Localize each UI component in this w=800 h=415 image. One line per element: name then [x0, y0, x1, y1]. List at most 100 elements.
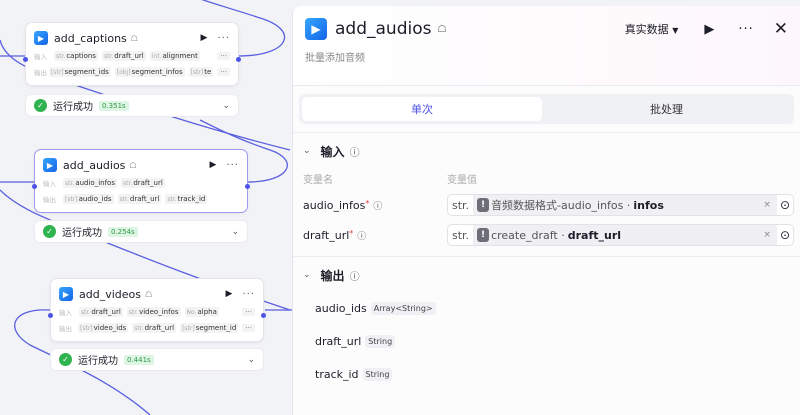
param-tag: str.captions	[54, 51, 98, 61]
more-params-button[interactable]: ···	[242, 324, 255, 332]
input-port[interactable]	[48, 313, 53, 318]
output-type: Array<String>	[370, 301, 436, 315]
info-icon[interactable]: ⓘ	[349, 147, 360, 159]
param-tag: [str]segment_ids	[48, 67, 111, 77]
param-name: draft_url	[129, 195, 160, 203]
more-icon[interactable]: ···	[217, 32, 230, 44]
run-node-button[interactable]: ▶	[225, 289, 233, 299]
chevron-down-icon[interactable]: ⌄	[231, 226, 239, 237]
info-icon[interactable]: ⓘ	[357, 231, 367, 242]
param-name: track_id	[177, 195, 206, 203]
output-label: 输出	[59, 325, 72, 333]
param-name: draft_url	[303, 228, 350, 242]
run-node-button[interactable]: ▶	[200, 33, 208, 43]
param-tag: [str]te	[188, 67, 214, 77]
param-type: str.	[65, 180, 75, 187]
type-label: str.	[448, 195, 475, 215]
param-type: [str]	[65, 196, 78, 203]
target-icon[interactable]: ⊙	[779, 228, 790, 242]
tab-batch[interactable]: 批处理	[650, 103, 683, 116]
more-params-button[interactable]: ···	[217, 52, 230, 60]
status-text: 运行成功	[62, 228, 102, 239]
edge	[199, 119, 288, 183]
param-tag: int.alignment	[149, 51, 200, 61]
target-icon[interactable]: ⊙	[779, 198, 790, 212]
plugin-logo-icon: ▶	[43, 158, 57, 172]
param-name: draft_url	[133, 179, 163, 187]
more-params-button[interactable]: ···	[217, 68, 230, 76]
panel-header: ▶ add_audios ☖ 真实数据 ▼ ▶ ··· ✕ 批量添加音频	[293, 6, 800, 86]
param-name: audio_infos	[303, 198, 366, 212]
more-icon[interactable]: ···	[226, 159, 239, 171]
output-name: track_id	[315, 367, 359, 381]
output-label: 输出	[34, 69, 47, 77]
plugin-logo-icon: ▶	[305, 18, 327, 40]
info-icon[interactable]: ⓘ	[349, 271, 360, 283]
param-name: captions	[66, 52, 96, 60]
param-tag: str.track_id	[165, 194, 208, 204]
edge	[14, 309, 151, 415]
more-icon[interactable]: ···	[242, 288, 255, 300]
param-name: segment_id	[195, 324, 237, 332]
param-name: alignment	[162, 52, 198, 60]
ref-field: infos	[633, 198, 664, 212]
output-port[interactable]	[245, 184, 250, 189]
close-icon[interactable]: ✕	[773, 19, 788, 39]
more-icon[interactable]: ···	[738, 21, 754, 37]
input-port[interactable]	[32, 184, 37, 189]
ref-separator: ·	[561, 228, 565, 242]
param-type: int.	[151, 53, 162, 60]
param-name: video_ids	[93, 324, 127, 332]
param-name: te	[204, 68, 212, 76]
run-node-button[interactable]: ▶	[209, 160, 217, 170]
info-icon[interactable]: ⓘ	[373, 201, 383, 212]
plugin-badge-icon: ☖	[144, 289, 153, 299]
param-tag: [str]video_ids	[78, 323, 129, 333]
chevron-down-icon[interactable]: ⌄	[303, 146, 311, 156]
param-type: str.	[134, 325, 144, 332]
data-mode-dropdown[interactable]: 真实数据 ▼	[625, 21, 679, 37]
param-type: str.	[123, 180, 133, 187]
output-port[interactable]	[261, 313, 266, 318]
param-value-field[interactable]: str.!音频数据格式-audio_infos ·infos×⊙	[447, 194, 794, 216]
warning-icon: !	[477, 228, 490, 242]
chevron-down-icon[interactable]: ⌄	[247, 354, 255, 365]
warning-icon: !	[477, 198, 490, 212]
clear-icon[interactable]: ×	[757, 225, 777, 245]
node-title: add_audios	[63, 158, 126, 172]
input-label: 输入	[43, 180, 56, 188]
run-button[interactable]: ▶	[704, 21, 715, 37]
param-value-field[interactable]: str.!create_draft ·draft_url×⊙	[447, 224, 794, 246]
output-name: audio_ids	[315, 301, 367, 315]
param-type: str.	[119, 196, 129, 203]
required-mark: *	[349, 228, 354, 238]
input-port[interactable]	[23, 57, 28, 62]
param-name: draft_url	[114, 52, 144, 60]
run-time-badge: 0.254s	[108, 226, 138, 237]
output-port[interactable]	[236, 57, 241, 62]
node-title: add_videos	[79, 287, 141, 301]
clear-icon[interactable]: ×	[757, 195, 777, 215]
chevron-down-icon[interactable]: ⌄	[222, 100, 230, 111]
output-name: draft_url	[315, 334, 362, 348]
param-tag: [str]segment_id	[180, 323, 239, 333]
param-name: segment_ids	[64, 68, 109, 76]
plugin-logo-icon: ▶	[34, 31, 48, 45]
param-tag: [str]audio_ids	[63, 194, 114, 204]
tab-single[interactable]: 单次	[302, 97, 542, 121]
param-type: [str]	[182, 325, 195, 332]
more-params-button[interactable]: ···	[242, 308, 255, 316]
ref-separator: ·	[626, 198, 631, 212]
param-name: segment_infos	[131, 68, 183, 76]
ref-source: create_draft	[491, 228, 558, 242]
type-label: str.	[448, 225, 475, 245]
chevron-down-icon[interactable]: ⌄	[303, 270, 311, 280]
